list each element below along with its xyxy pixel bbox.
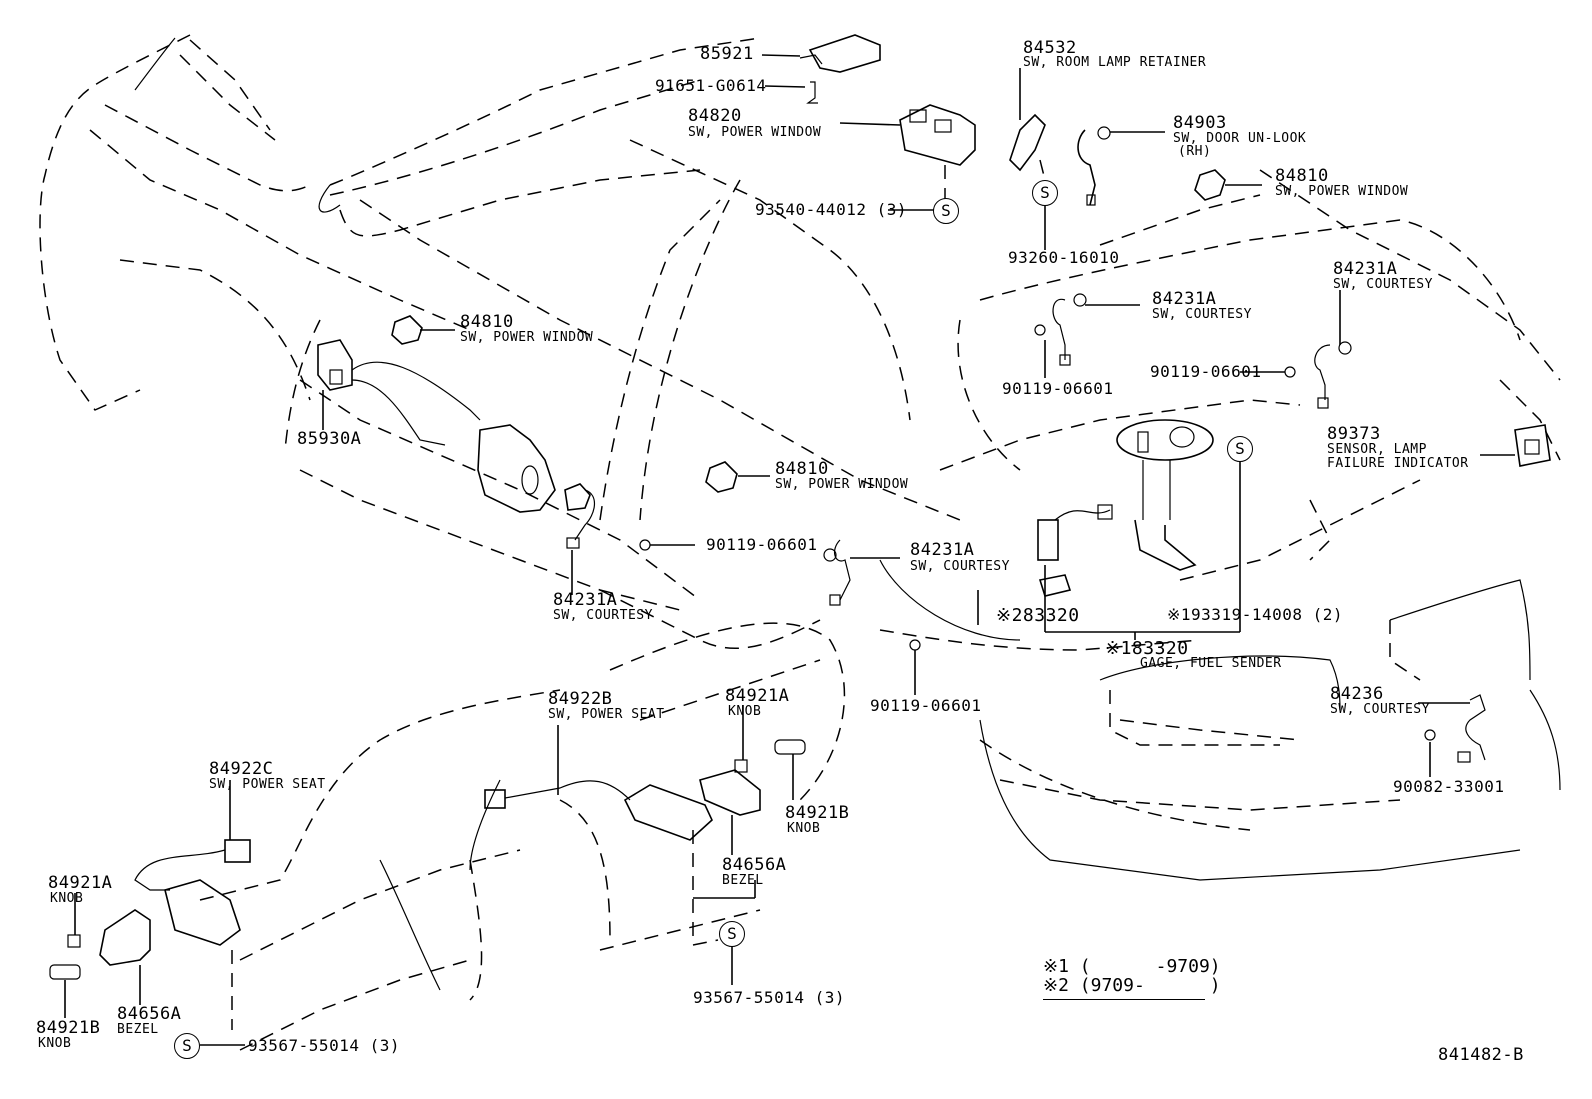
part-desc-84810-center: SW, POWER WINDOW: [775, 477, 909, 492]
part-desc-84922c: SW, POWER SEAT: [209, 777, 326, 792]
car-body-outline-right: [879, 169, 1561, 881]
part-desc-84903: SW, DOOR UN-LOOK: [1173, 131, 1307, 146]
part-number-84231a-center[interactable]: 84231A: [910, 540, 975, 560]
part-desc-84921a-center: KNOB: [728, 704, 762, 719]
part-desc-84231a-mid: SW, COURTESY: [1152, 307, 1252, 322]
part-desc-84820: SW, POWER WINDOW: [688, 125, 822, 140]
part-number-84810-top-right[interactable]: 84810: [1275, 166, 1329, 186]
part-desc-83320: GAGE, FUEL SENDER: [1140, 656, 1282, 671]
part-number-84532[interactable]: 84532: [1023, 38, 1077, 58]
legend-mark-2: ※2: [1043, 975, 1069, 996]
part-number-84903[interactable]: 84903: [1173, 113, 1227, 133]
part-number-90119-06601-right[interactable]: 90119-06601: [1150, 362, 1262, 381]
part-number-84810-center[interactable]: 84810: [775, 459, 829, 479]
part-number-89373[interactable]: 89373: [1327, 424, 1381, 444]
part-desc-89373-line2: FAILURE INDICATOR: [1327, 456, 1469, 471]
part-desc-84236: SW, COURTESY: [1330, 702, 1430, 717]
part-number-84231a-mid[interactable]: 84231A: [1152, 289, 1217, 309]
part-desc-84656a-center: BEZEL: [722, 873, 764, 888]
part-number-90119-06601-mid[interactable]: 90119-06601: [1002, 379, 1114, 398]
part-number-84231a-left[interactable]: 84231A: [553, 590, 618, 610]
part-number-84810-left[interactable]: 84810: [460, 312, 514, 332]
part-desc-84810-top-right: SW, POWER WINDOW: [1275, 184, 1409, 199]
screw-symbol-s: S: [1227, 436, 1253, 462]
legend-underline: [1043, 999, 1205, 1000]
part-desc-84921b-center: KNOB: [787, 821, 821, 836]
part-number-83320-variant-1[interactable]: ※183320: [1105, 638, 1189, 659]
part-number-84656a-left[interactable]: 84656A: [117, 1004, 182, 1024]
part-desc-84810-left: SW, POWER WINDOW: [460, 330, 594, 345]
screw-symbol-s: S: [1032, 180, 1058, 206]
part-desc-84903-side: (RH): [1178, 144, 1212, 159]
part-number-85921[interactable]: 85921: [700, 44, 754, 64]
part-number-84922c[interactable]: 84922C: [209, 759, 274, 779]
part-number-84922b[interactable]: 84922B: [548, 689, 613, 709]
legend-mark-1: ※1: [1043, 956, 1069, 977]
part-desc-84231a-left: SW, COURTESY: [553, 608, 653, 623]
legend-variant-2: ※2 (9709- ): [1043, 976, 1221, 996]
part-number-84921b-left[interactable]: 84921B: [36, 1018, 101, 1038]
part-number-93319-14008[interactable]: ※193319-14008 (2): [1167, 605, 1344, 624]
part-number-90119-06601-lower[interactable]: 90119-06601: [870, 696, 982, 715]
part-number-84921a-left[interactable]: 84921A: [48, 873, 113, 893]
component-shapes: [49, 34, 1551, 980]
part-number-84921b-center[interactable]: 84921B: [785, 803, 850, 823]
screw-symbol-s: S: [174, 1033, 200, 1059]
part-number-84236[interactable]: 84236: [1330, 684, 1384, 704]
part-number-90119-06601-door[interactable]: 90119-06601: [706, 535, 818, 554]
part-number-84921a-center[interactable]: 84921A: [725, 686, 790, 706]
part-desc-84231a-right: SW, COURTESY: [1333, 277, 1433, 292]
legend-variant-1: ※1 ( -9709): [1043, 957, 1221, 977]
screw-symbol-s: S: [933, 198, 959, 224]
legend-range-2: (9709- ): [1079, 975, 1221, 996]
part-desc-89373: SENSOR, LAMP: [1327, 442, 1427, 457]
diagram-code: 841482-B: [1438, 1045, 1524, 1065]
part-number-93540-44012[interactable]: 93540-44012 (3): [755, 200, 907, 219]
part-number-84231a-right[interactable]: 84231A: [1333, 259, 1398, 279]
part-number-91651-g0614[interactable]: 91651-G0614: [655, 76, 767, 95]
part-number-85930a[interactable]: 85930A: [297, 429, 362, 449]
part-number-84656a-center[interactable]: 84656A: [722, 855, 787, 875]
part-number-93260-16010[interactable]: 93260-16010: [1008, 248, 1120, 267]
part-desc-84656a-left: BEZEL: [117, 1022, 159, 1037]
part-number-83320-variant-2[interactable]: ※283320: [996, 605, 1080, 626]
part-number-93567-55014-center[interactable]: 93567-55014 (3): [693, 988, 845, 1007]
legend-range-1: ( -9709): [1079, 956, 1221, 977]
part-desc-84921b-left: KNOB: [38, 1036, 72, 1051]
part-desc-84921a-left: KNOB: [50, 891, 84, 906]
part-desc-84922b: SW, POWER SEAT: [548, 707, 665, 722]
seat-outline: [199, 659, 821, 1051]
leader-lines: [64, 54, 1515, 1046]
screw-symbol-s: S: [719, 921, 745, 947]
part-desc-84532: SW, ROOM LAMP RETAINER: [1023, 55, 1207, 70]
part-number-84820[interactable]: 84820: [688, 106, 742, 126]
part-number-90082-33001[interactable]: 90082-33001: [1393, 777, 1505, 796]
part-desc-84231a-center: SW, COURTESY: [910, 559, 1010, 574]
car-body-outline-left: [39, 34, 961, 801]
part-number-93567-55014-left[interactable]: 93567-55014 (3): [248, 1036, 400, 1055]
